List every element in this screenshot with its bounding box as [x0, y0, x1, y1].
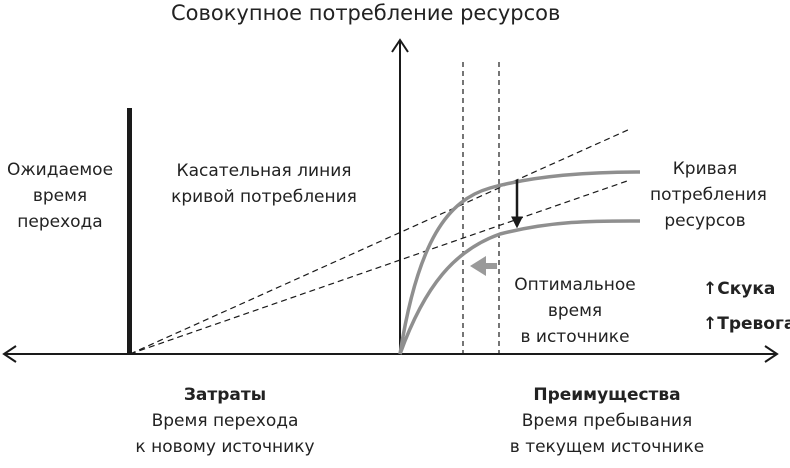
label-line: Ожидаемое — [6, 160, 114, 180]
time-axis-left-arrow — [2, 345, 17, 363]
label-line: в источнике — [520, 327, 630, 347]
consumption-curve-upper — [398, 170, 641, 355]
chart-title: Совокупное потребление ресурсов — [171, 1, 561, 25]
label-line: Касательная линия — [176, 161, 352, 181]
up-arrow-icon: ↑ — [703, 314, 718, 334]
label-line: время — [547, 301, 603, 321]
caption-line: к новому источнику — [135, 437, 315, 457]
up-arrow-icon: ↑ — [703, 279, 718, 299]
expected-transition-time-label: Ожидаемое время перехода — [2, 157, 118, 235]
caption-line: Время перехода — [151, 411, 299, 431]
expected-transition-bar — [127, 108, 132, 355]
label-line: кривой потребления — [171, 187, 357, 207]
benefits-caption: Преимущества Время пребывания в текущем … — [492, 382, 722, 460]
caption-line: Время пребывания — [521, 411, 693, 431]
benefits-heading: Преимущества — [533, 385, 681, 405]
effect-text: Скука — [717, 279, 776, 299]
label-line: потребления — [650, 185, 767, 205]
shift-left-arrow-head — [470, 256, 486, 276]
time-axis-right-arrow — [764, 345, 779, 363]
caption-line: в текущем источнике — [509, 437, 705, 457]
optimal-time-label: Оптимальное время в источнике — [510, 272, 640, 350]
label-line: время — [32, 186, 88, 206]
consumption-curve-label: Кривая потребления ресурсов — [650, 156, 767, 234]
effect-boredom: ↑Скука — [703, 276, 775, 302]
label-line: ресурсов — [664, 211, 746, 231]
label-line: Кривая — [672, 159, 738, 179]
tangent-line-lower — [129, 179, 631, 355]
consumption-curve-lower — [398, 219, 641, 355]
costs-caption: Затраты Время перехода к новому источник… — [110, 382, 340, 460]
label-line: Оптимальное — [514, 275, 636, 295]
label-line: перехода — [17, 212, 103, 232]
effect-text: Тревога — [717, 314, 790, 334]
effect-anxiety: ↑Тревога — [703, 311, 790, 337]
consumption-axis-arrow — [391, 38, 409, 53]
costs-heading: Затраты — [183, 385, 267, 405]
tangent-line-label: Касательная линия кривой потребления — [158, 158, 370, 210]
tangent-line-upper — [129, 128, 631, 355]
